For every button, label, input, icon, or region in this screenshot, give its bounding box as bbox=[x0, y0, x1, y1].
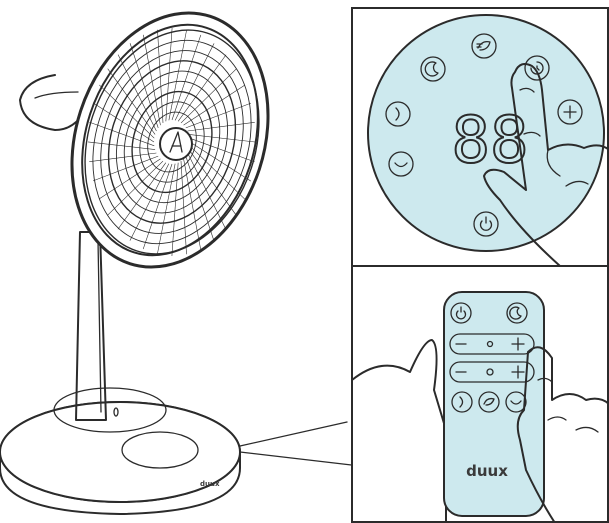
fan-base: duux bbox=[0, 388, 240, 514]
base-brand-label: duux bbox=[200, 480, 220, 488]
fan-illustration: duux bbox=[0, 0, 300, 514]
remote-control bbox=[444, 292, 544, 516]
fan-pole bbox=[76, 232, 118, 420]
callout-lines bbox=[240, 422, 360, 466]
digit-display: 88 bbox=[451, 104, 528, 178]
fan-yoke bbox=[20, 75, 80, 130]
remote-brand-label: duux bbox=[466, 462, 508, 480]
